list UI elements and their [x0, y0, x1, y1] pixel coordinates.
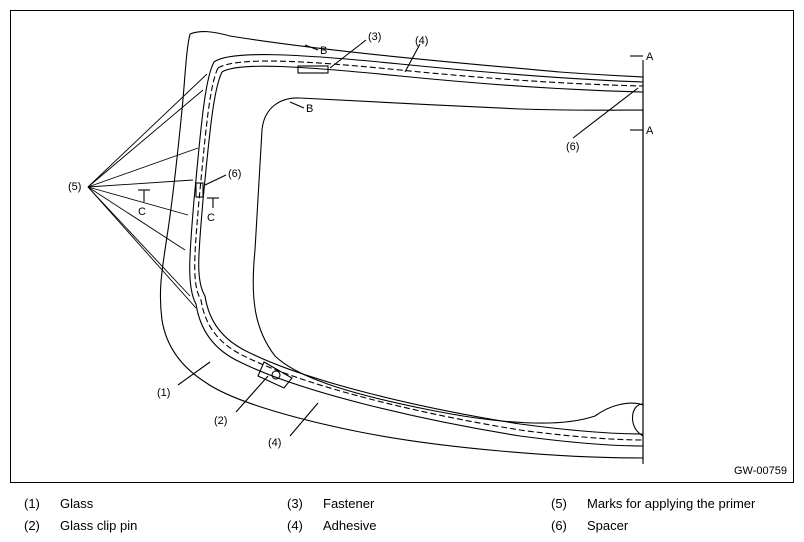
legend-label: Glass clip pin	[60, 518, 138, 533]
legend-label: Glass	[60, 496, 94, 511]
adhesive-bead-edge	[198, 65, 644, 435]
section-a-bottom: A	[646, 125, 654, 137]
rear-glass-diagram: (5) (3) (4) (6) (6) (1) (2) (4) A A B B …	[68, 31, 787, 477]
callout-fastener: (3)	[368, 31, 381, 43]
clip-pin-shape	[257, 361, 293, 389]
legend-num: (4)	[287, 518, 303, 533]
legend-num: (3)	[287, 496, 303, 511]
callout-spacer-right: (6)	[566, 141, 579, 153]
glass-outline	[159, 31, 644, 459]
legend: (1) Glass (2) Glass clip pin (3) Fastene…	[0, 496, 804, 542]
wiper-hole	[631, 403, 644, 437]
callout-primer-marks: (5)	[68, 181, 81, 193]
fastener-leader	[329, 39, 367, 69]
clip-pin-hole	[271, 370, 281, 380]
spacer-leader	[204, 174, 227, 186]
legend-label: Adhesive	[323, 518, 377, 533]
callout-adhesive-top: (4)	[415, 35, 428, 47]
section-a-top: A	[646, 51, 654, 63]
callout-spacer: (6)	[228, 168, 241, 180]
legend-num: (6)	[551, 518, 567, 533]
section-c-right: C	[207, 212, 215, 224]
section-b-top: B	[320, 45, 327, 57]
callout-glass-clip-pin: (2)	[214, 415, 227, 427]
legend-num: (5)	[551, 496, 567, 511]
legend-label: Spacer	[587, 518, 629, 533]
callout-adhesive-bottom: (4)	[268, 437, 281, 449]
b-inner-arrow	[289, 101, 305, 109]
adhesive-bottom-leader	[289, 402, 319, 437]
legend-label: Fastener	[323, 496, 375, 511]
figure-code: GW-00759	[734, 465, 787, 477]
glass-leader	[177, 361, 211, 386]
adhesive-top-leader	[404, 43, 421, 73]
spacer-right-leader	[572, 87, 639, 139]
clip-pin-leader	[235, 375, 269, 413]
b-top-arrow	[304, 44, 319, 51]
figure-frame	[10, 10, 794, 483]
adhesive-bead-inner	[194, 60, 644, 441]
spacer-shape	[195, 182, 204, 198]
inner-opening	[252, 97, 644, 424]
primer-leader-lines	[87, 73, 208, 309]
fastener-shape	[297, 65, 329, 74]
callout-glass: (1)	[157, 387, 170, 399]
legend-num: (2)	[24, 518, 40, 533]
section-c-left: C	[138, 206, 146, 218]
section-b-inner: B	[306, 103, 313, 115]
legend-num: (1)	[24, 496, 40, 511]
legend-label: Marks for applying the primer	[587, 496, 756, 511]
